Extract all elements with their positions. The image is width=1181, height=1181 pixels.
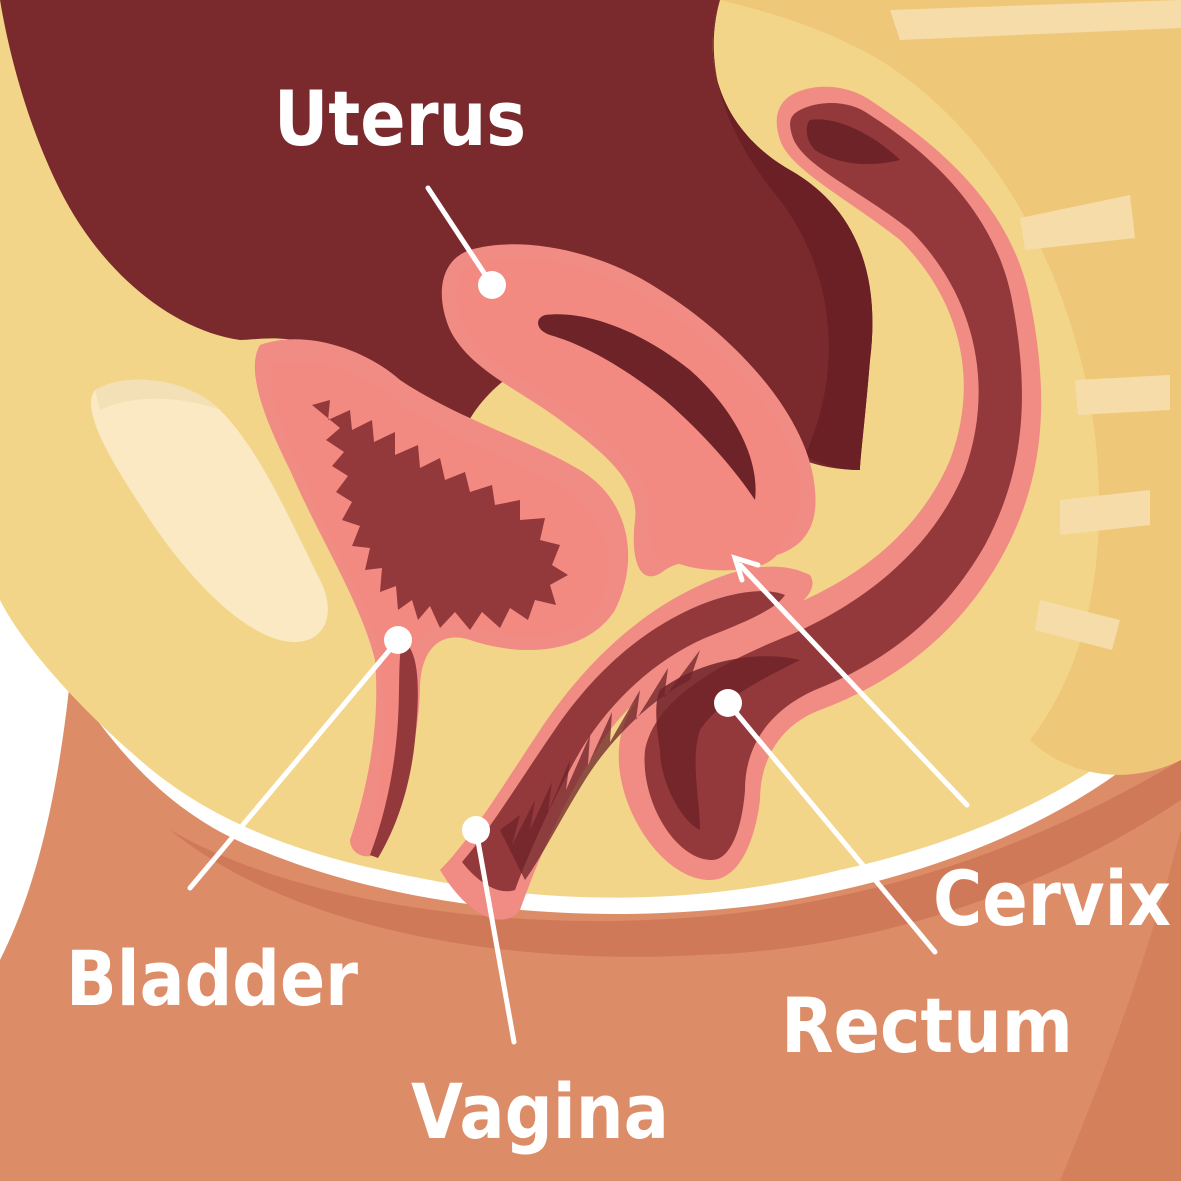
cervix-leader-line	[737, 562, 970, 808]
pubic-bone-edge	[95, 379, 220, 410]
cervix-arrowhead-icon	[731, 554, 761, 583]
pubic-bone	[91, 379, 328, 642]
vagina-pointer-dot	[462, 816, 490, 844]
vagina-rugae	[500, 650, 700, 880]
rectum-pointer-dot	[714, 689, 742, 717]
rectum-leader-line	[725, 700, 938, 955]
buttock-shadow	[1060, 830, 1181, 1181]
label-uterus: Uterus	[274, 74, 526, 163]
vertebra-disc	[1020, 195, 1135, 250]
label-rectum: Rectum	[781, 981, 1073, 1070]
uterus	[456, 257, 801, 560]
vagina-leader-line	[473, 827, 517, 1045]
vertebra-disc	[1075, 375, 1170, 415]
skin-shadow	[170, 760, 1181, 957]
vertebra-disc	[1035, 600, 1120, 650]
sacrum-spine	[720, 0, 1181, 775]
bladder-lumen	[312, 400, 568, 630]
rectum-inner-fold	[806, 119, 900, 165]
vertebra-disc	[890, 0, 1181, 40]
vertebra-discs	[890, 0, 1181, 650]
uterus-pointer-dot	[478, 271, 506, 299]
bladder-leader-line	[187, 637, 401, 891]
bladder-pointer-dot	[384, 626, 412, 654]
label-vagina: Vagina	[411, 1067, 669, 1156]
vertebra-disc	[1060, 490, 1150, 535]
cervix	[655, 520, 783, 571]
uterine-cavity	[538, 314, 756, 500]
label-cervix: Cervix	[933, 854, 1171, 943]
uterus-leader-line	[425, 185, 495, 288]
label-bladder: Bladder	[66, 934, 358, 1023]
urethra	[370, 640, 418, 858]
rectum-canal	[656, 656, 800, 830]
intestines-fold	[712, 0, 873, 470]
